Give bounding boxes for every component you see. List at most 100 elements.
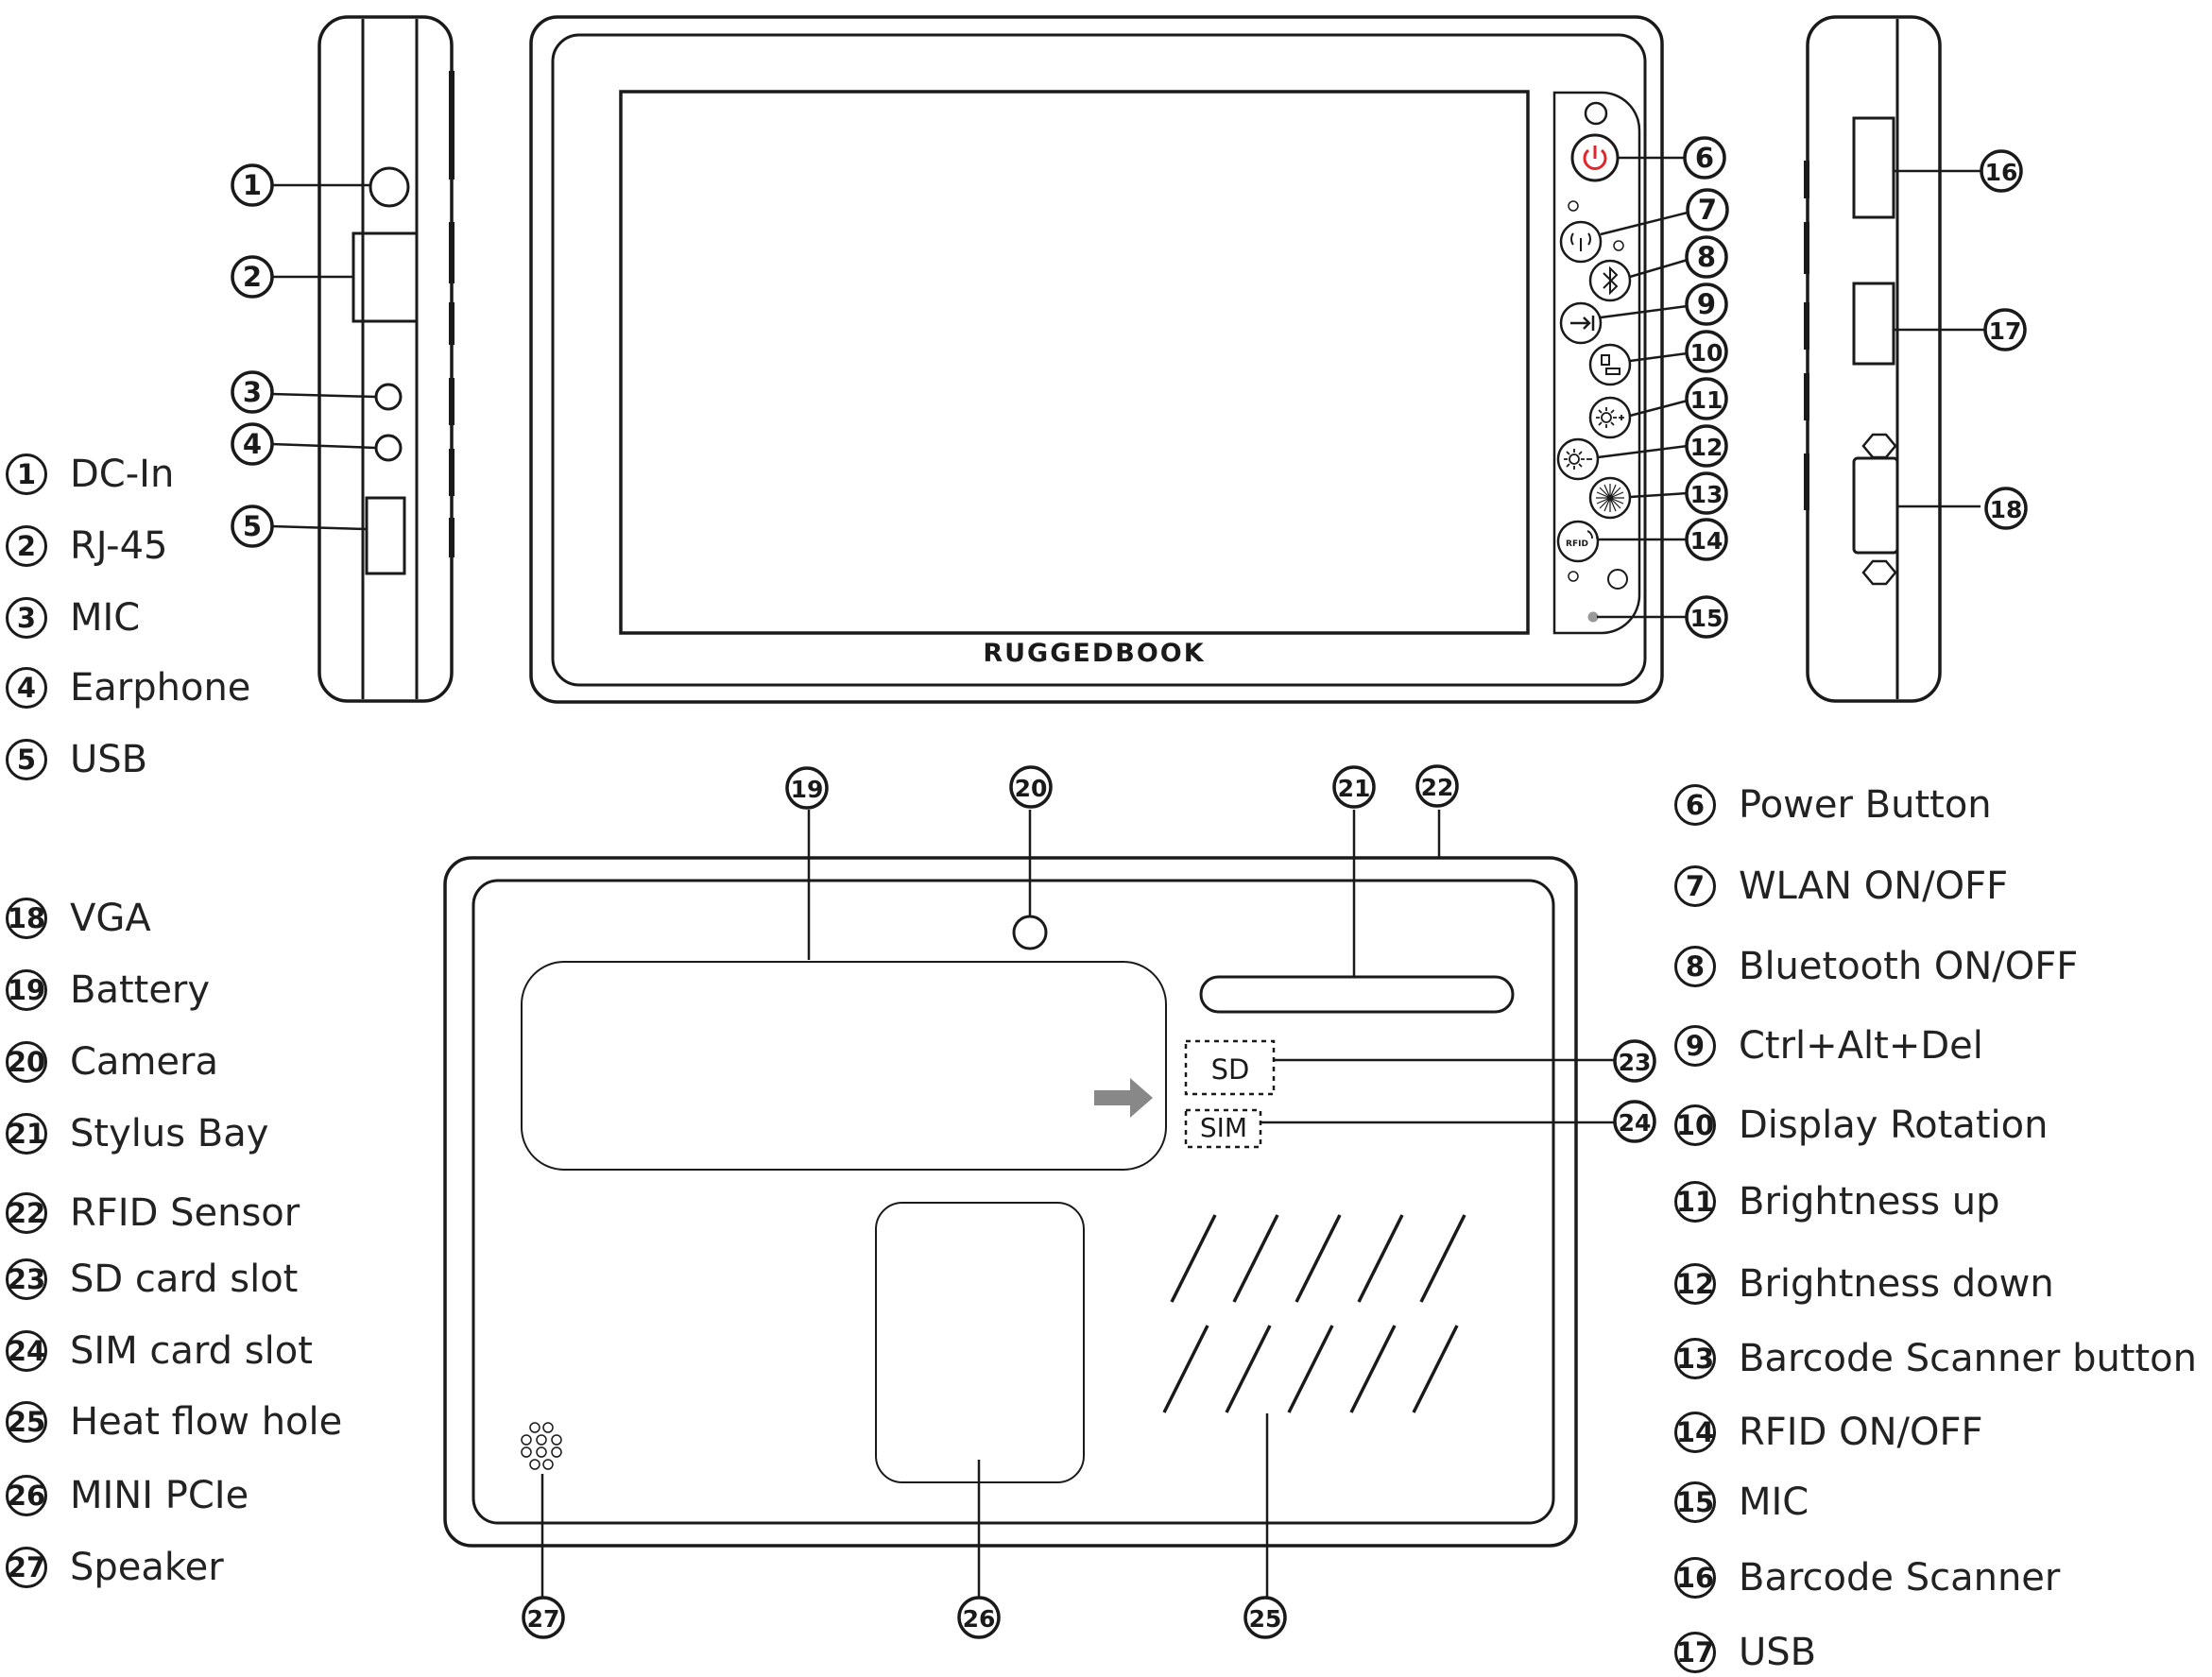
legend-item: 21 Stylus Bay — [6, 1109, 268, 1158]
legend-number: 8 — [1674, 946, 1716, 987]
legend-number: 16 — [1674, 1557, 1716, 1599]
legend-item: 16 Barcode Scanner — [1674, 1553, 2060, 1602]
legend-item: 17 USB — [1674, 1628, 1816, 1677]
legend-label: USB — [70, 738, 148, 781]
callout-18: 18 — [1984, 487, 2028, 530]
legend-item: 27 Speaker — [6, 1543, 224, 1592]
rfid-icon: RFID — [1566, 539, 1588, 549]
legend-item: 1 DC-In — [6, 450, 174, 499]
legend-item: 15 MIC — [1674, 1478, 1809, 1527]
right-side-view — [1804, 15, 1984, 703]
legend-number: 22 — [6, 1192, 47, 1234]
legend-label: Barcode Scanner button — [1739, 1337, 2197, 1380]
stylus-bay — [1199, 975, 1515, 1014]
callout-13: 13 — [1685, 471, 1728, 515]
legend-number: 9 — [1674, 1025, 1716, 1067]
rotate-display-icon — [1601, 354, 1620, 375]
legend-label: Bluetooth ON/OFF — [1739, 945, 2079, 988]
legend-number: 17 — [1674, 1632, 1716, 1673]
legend-item: 2 RJ-45 — [6, 522, 168, 571]
battery-cover — [521, 961, 1167, 1171]
legend-number: 18 — [6, 898, 47, 939]
callout-number: 10 — [1690, 339, 1723, 367]
callout-number: 13 — [1690, 481, 1723, 508]
callout-number: 4 — [243, 428, 262, 460]
callout-25: 25 — [1243, 1596, 1287, 1639]
legend-item: 6 Power Button — [1674, 780, 1992, 830]
callout-1: 1 — [231, 163, 274, 207]
callout-number: 2 — [243, 261, 262, 293]
callout-14: 14 — [1685, 518, 1728, 561]
legend-number: 14 — [1674, 1412, 1716, 1453]
legend-number: 15 — [1674, 1481, 1716, 1523]
legend-item: 24 SIM card slot — [6, 1326, 313, 1376]
sun-minus-icon — [1564, 449, 1592, 470]
legend-number: 7 — [1674, 865, 1716, 907]
dc-in-port — [369, 166, 410, 208]
bluetooth-icon — [1603, 265, 1619, 296]
legend-label: MINI PCIe — [70, 1474, 249, 1517]
legend-number: 20 — [6, 1041, 47, 1083]
starburst-icon — [1596, 484, 1624, 512]
callout-number: 11 — [1690, 386, 1723, 414]
callout-10: 10 — [1685, 330, 1728, 373]
legend-label: DC-In — [70, 453, 175, 496]
legend-number: 10 — [1674, 1104, 1716, 1146]
brand-logo: RUGGEDBOOK — [983, 639, 1205, 668]
callout-number: 19 — [791, 776, 824, 803]
callout-4: 4 — [231, 422, 274, 466]
ctrl-alt-del-button — [1559, 301, 1603, 345]
legend-label: RFID Sensor — [70, 1191, 300, 1235]
vga-port — [1852, 456, 1899, 555]
legend-item: 26 MINI PCIe — [6, 1471, 249, 1520]
callout-number: 25 — [1249, 1605, 1282, 1633]
legend-number: 19 — [6, 969, 47, 1011]
sd-slot-label: SD — [1211, 1053, 1250, 1086]
legend-number: 6 — [1674, 784, 1716, 826]
front-view — [529, 15, 1689, 704]
callout-9: 9 — [1685, 282, 1728, 326]
callout-number: 26 — [963, 1605, 996, 1633]
display-rotation-button — [1588, 343, 1632, 386]
callout-27: 27 — [522, 1596, 565, 1639]
legend-label: SD card slot — [70, 1258, 299, 1301]
callout-number: 3 — [243, 376, 262, 408]
wifi-antenna-icon — [1570, 232, 1591, 251]
callout-7: 7 — [1686, 188, 1729, 231]
legend-label: Ctrl+Alt+Del — [1739, 1024, 1983, 1068]
legend-number: 25 — [6, 1401, 47, 1443]
legend-item: 10 Display Rotation — [1674, 1101, 2048, 1150]
legend-label: RFID ON/OFF — [1739, 1411, 1983, 1454]
legend-number: 4 — [6, 667, 47, 709]
callout-number: 7 — [1698, 194, 1717, 226]
mic-jack — [374, 383, 403, 411]
usb-port-right — [1852, 282, 1895, 366]
legend-number: 5 — [6, 739, 47, 780]
earphone-jack — [374, 434, 403, 462]
brightness-down-button — [1556, 437, 1600, 481]
callout-number: 8 — [1697, 241, 1716, 273]
legend-item: 18 VGA — [6, 894, 151, 943]
legend-item: 4 Earphone — [6, 663, 250, 712]
callout-number: 6 — [1695, 142, 1714, 174]
callout-number: 16 — [1985, 159, 2018, 186]
legend-item: 12 Brightness down — [1674, 1259, 2054, 1309]
legend-number: 1 — [6, 453, 47, 495]
legend-label: Battery — [70, 968, 211, 1012]
legend-item: 5 USB — [6, 735, 147, 784]
callout-12: 12 — [1685, 424, 1728, 468]
legend-number: 27 — [6, 1547, 47, 1588]
callout-number: 1 — [243, 169, 262, 201]
legend-number: 11 — [1674, 1181, 1716, 1223]
legend-label: RJ-45 — [70, 524, 168, 568]
legend-label: SIM card slot — [70, 1329, 313, 1373]
sim-slot-label: SIM — [1200, 1112, 1247, 1143]
legend-label: Earphone — [70, 666, 251, 710]
legend-label: Camera — [70, 1040, 218, 1084]
legend-label: WLAN ON/OFF — [1739, 864, 2009, 908]
callout-number: 24 — [1619, 1109, 1652, 1137]
legend-item: 11 Brightness up — [1674, 1177, 2000, 1226]
callout-number: 12 — [1690, 434, 1723, 461]
